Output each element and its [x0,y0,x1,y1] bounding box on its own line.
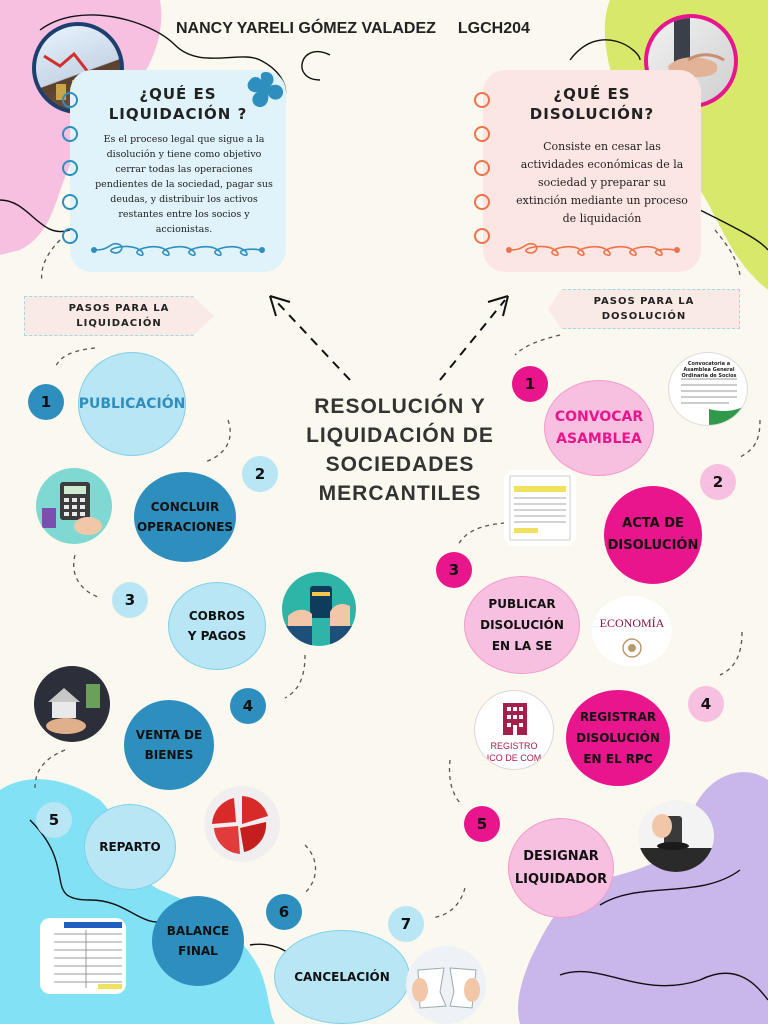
liquidacion-step-3-bubble: COBROS Y PAGOS [168,582,266,670]
disolucion-step-5-number: 5 [464,806,500,842]
liquidacion-step-5-bubble: REPARTO [84,804,176,890]
liquidacion-title-line2: LIQUIDACIÓN ? [108,105,248,123]
loop-squiggle-icon [506,242,680,257]
disolucion-tag-line2: DOSOLUCIÓN [601,311,687,322]
main-title-line2: LIQUIDACIÓN DE [306,424,494,447]
liquidacion-tag-line1: PASOS PARA LA [68,303,170,314]
calculator-photo [36,468,112,544]
disolucion-step-2-bubble: ACTA DE DISOLUCIÓN [604,486,702,584]
disolucion-step-5-bubble: DESIGNAR LIQUIDADOR [508,818,614,918]
main-title: RESOLUCIÓN Y LIQUIDACIÓN DE SOCIEDADES M… [290,392,510,508]
disolucion-step-3-number: 3 [436,552,472,588]
document-lines-icon [681,378,747,425]
liquidacion-step-4-bubble: VENTA DE BIENES [124,700,214,790]
liquidacion-step-5-number: 5 [36,802,72,838]
pie-pieces-photo [204,786,280,862]
liquidacion-step-3-number: 3 [112,582,148,618]
main-title-line3: SOCIEDADES [325,453,475,476]
liquidacion-step-1-number: 1 [28,384,64,420]
house-icon [46,684,100,734]
binder-rings-icon [474,92,490,244]
calculator-icon [42,482,102,535]
registro-label: REGISTRO [490,741,538,751]
author-name: NANCY YARELI GÓMEZ VALADEZ [176,20,436,37]
convocatoria-title: Convocatoria a Asamblea General Ordinari… [681,361,737,379]
disolucion-definition-card: ¿QUÉ ES DISOLUCIÓN? Consiste en cesar la… [483,70,701,272]
liquidacion-definition-card: ¿QUÉ ES LIQUIDACIÓN ? Es el proceso lega… [70,70,286,272]
binder-rings-icon [62,92,78,244]
liquidacion-step-7-bubble: CANCELACIÓN [274,930,410,1024]
liquidacion-title: ¿QUÉ ES LIQUIDACIÓN ? [70,84,286,124]
disolucion-step-4-bubble: REGISTRAR DISOLUCIÓN EN EL RPC [566,690,670,786]
torn-paper-icon [412,967,480,1009]
liquidacion-step-2-number: 2 [242,456,278,492]
torn-document-photo [406,946,486,1024]
credit-card-icon [282,586,356,646]
spreadsheet-icon [54,922,122,989]
liquidacion-step-2-bubble: CONCLUIR OPERACIONES [134,472,236,562]
liquidacion-tag-line2: LIQUIDACIÓN [76,318,162,329]
liquidacion-text: Es el proceso legal que sigue a la disol… [95,134,273,235]
disolucion-title-line1: ¿QUÉ ES [553,85,631,103]
course-code: LGCH204 [457,20,530,37]
document-icon [509,475,571,541]
pie-chart-icon [212,796,268,854]
blue-flower-icon [247,72,284,108]
main-title-line4: MERCANTILES [318,482,482,505]
disolucion-step-3-bubble: PUBLICAR DISOLUCIÓN EN LA SE [464,576,580,674]
main-title-line1: RESOLUCIÓN Y [314,395,486,418]
stamp-photo [638,800,714,872]
disolucion-step-2-number: 2 [700,464,736,500]
registro-sublabel: ICO DE COM [486,753,542,763]
building-icon [503,703,527,735]
seal-icon [622,638,642,658]
house-sale-photo [34,666,110,742]
liquidacion-step-4-number: 4 [230,688,266,724]
disolucion-text: Consiste en cesar las actividades económ… [516,140,688,225]
convocatoria-document-photo: Convocatoria a Asamblea General Ordinari… [668,352,748,426]
liquidacion-step-7-number: 7 [388,906,424,942]
balance-sheet-photo [40,918,126,994]
acta-document-photo [504,470,576,546]
payment-card-photo [282,572,356,646]
liquidacion-step-6-number: 6 [266,894,302,930]
disolucion-steps-tag: PASOS PARA LA DOSOLUCIÓN [548,289,740,329]
header: NANCY YARELI GÓMEZ VALADEZ LGCH204 [176,20,530,38]
disolucion-title-line2: DISOLUCIÓN? [529,105,655,123]
liquidacion-steps-tag: PASOS PARA LA LIQUIDACIÓN [24,296,214,336]
registro-building-photo: REGISTRO ICO DE COM [474,690,554,770]
economia-logo-text: ECONOMÍA [599,616,665,630]
disolucion-step-1-number: 1 [512,366,548,402]
liquidacion-step-1-bubble: PUBLICACIÓN [78,352,186,456]
stamp-icon [638,814,714,872]
liquidacion-step-6-bubble: BALANCE FINAL [152,896,244,986]
disolucion-title: ¿QUÉ ES DISOLUCIÓN? [483,84,701,124]
disolucion-tag-line1: PASOS PARA LA [593,296,695,307]
loop-squiggle-icon [91,242,265,257]
liquidacion-title-line1: ¿QUÉ ES [139,85,217,103]
economia-logo-photo: ECONOMÍA [592,596,672,666]
disolucion-step-4-number: 4 [688,686,724,722]
disolucion-step-1-bubble: CONVOCAR ASAMBLEA [544,380,654,476]
